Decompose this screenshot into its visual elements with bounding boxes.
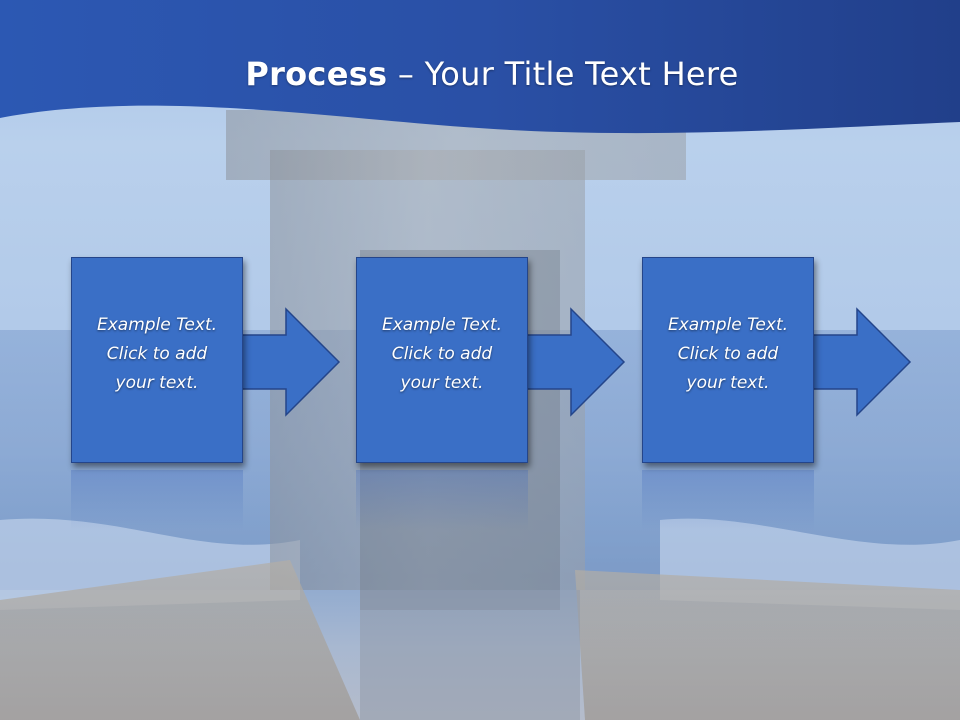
step-3-text[interactable]: Example Text. Click to add your text. (667, 315, 789, 393)
page-title: Process – Your Title Text Here (0, 52, 960, 96)
process-step-2[interactable]: Example Text. Click to add your text. (356, 257, 626, 467)
step-1-box[interactable] (71, 257, 243, 463)
step-3-box[interactable] (642, 257, 814, 463)
header-band (0, 0, 960, 134)
step-3-reflection (642, 470, 814, 530)
step-2-arrow-icon (525, 307, 626, 417)
step-3-arrow-icon (811, 307, 912, 417)
step-2-text[interactable]: Example Text. Click to add your text. (381, 315, 503, 393)
step-2-box[interactable] (356, 257, 528, 463)
step-2-reflection (356, 470, 528, 530)
title-rest: – Your Title Text Here (387, 55, 739, 93)
step-1-arrow-icon (240, 307, 341, 417)
process-step-1[interactable]: Example Text. Click to add your text. (71, 257, 341, 467)
step-1-reflection (71, 470, 243, 530)
process-step-3[interactable]: Example Text. Click to add your text. (642, 257, 912, 467)
step-1-text[interactable]: Example Text. Click to add your text. (96, 315, 218, 393)
title-bold: Process (245, 55, 388, 93)
